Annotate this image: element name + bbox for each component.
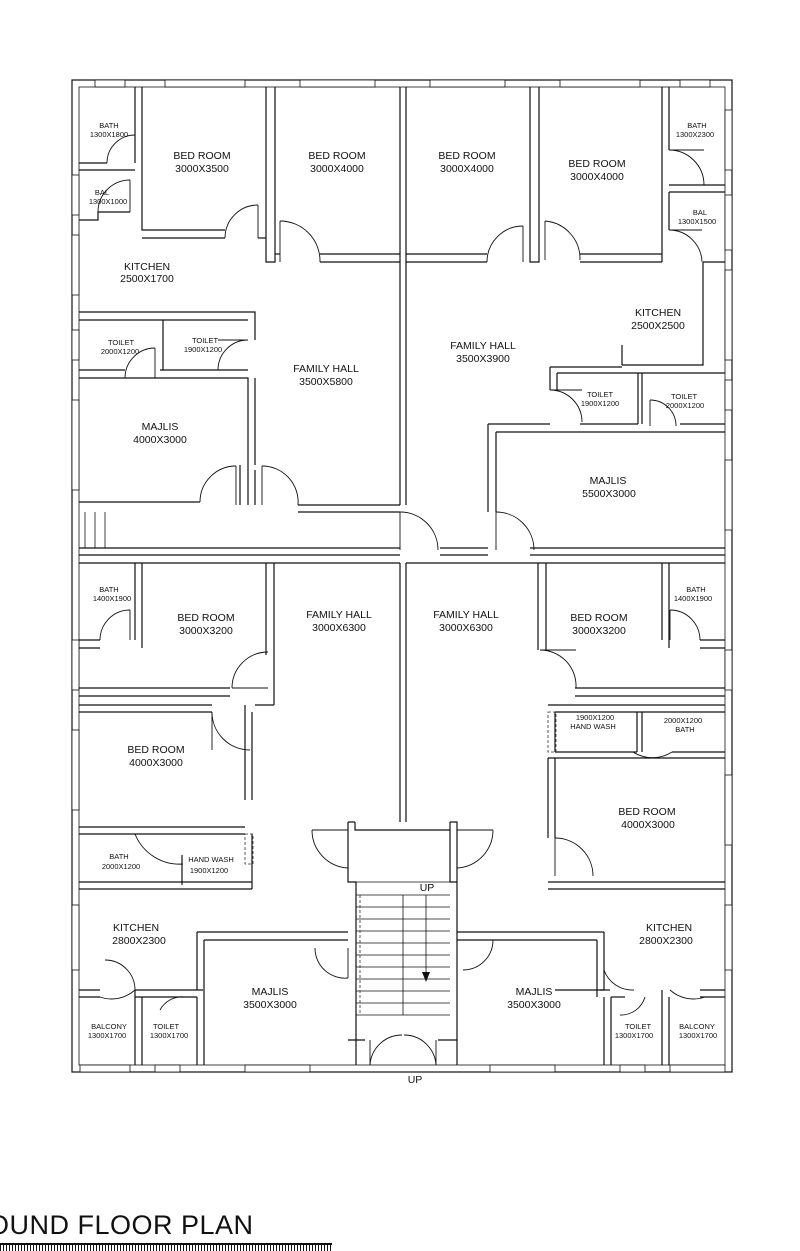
room-name: BAL [693, 208, 707, 217]
room-name: MAJLIS [252, 986, 289, 998]
room-dims: 3500X3900 [456, 353, 510, 365]
room-dims: 1300X2300 [676, 130, 714, 139]
room-name: BED ROOM [308, 150, 365, 162]
room-dims: 1300X1800 [90, 130, 128, 139]
room-dims: 1300X1700 [88, 1031, 126, 1040]
room-labels: BATH 1300X1800 BED ROOM 3000X3500 BED RO… [88, 121, 717, 1086]
room-name: HAND WASH [188, 855, 234, 864]
room-name: MAJLIS [142, 421, 179, 433]
room-dims: 5500X3000 [582, 488, 636, 500]
room-name: BED ROOM [568, 158, 625, 170]
room-name: BALCONY [679, 1022, 715, 1031]
room-name: MAJLIS [590, 475, 627, 487]
room-name: BED ROOM [570, 612, 627, 624]
room-name: KITCHEN [635, 307, 681, 319]
room-name: BED ROOM [438, 150, 495, 162]
room-dims: 3000X4000 [570, 171, 624, 183]
room-dims: 1300X1700 [150, 1031, 188, 1040]
title-underline [0, 1243, 332, 1251]
room-name: TOILET [192, 336, 219, 345]
room-dims: 3000X4000 [440, 163, 494, 175]
upper-doors [97, 134, 705, 551]
room-dims: 1900X1200 [581, 399, 619, 408]
room-name: BATH [99, 121, 118, 130]
lower-walls [79, 562, 725, 1065]
room-name: BATH [675, 725, 694, 734]
plan-title: OUND FLOOR PLAN [0, 1210, 254, 1240]
room-name: FAMILY HALL [293, 363, 359, 375]
room-dims: 1400X1900 [93, 594, 131, 603]
room-name: TOILET [587, 390, 614, 399]
outer-wall [71, 79, 733, 1073]
entrance-up-label: UP [408, 1074, 423, 1086]
room-name: BED ROOM [127, 744, 184, 756]
room-name: KITCHEN [113, 922, 159, 934]
room-dims: 2500X1700 [120, 273, 174, 285]
room-name: FAMILY HALL [306, 609, 372, 621]
room-name: BATH [686, 585, 705, 594]
room-dims: 3500X3000 [507, 999, 561, 1011]
room-name: TOILET [153, 1022, 180, 1031]
room-name: BAL [95, 188, 109, 197]
staircase [356, 894, 450, 1016]
room-dims: 3000X4000 [310, 163, 364, 175]
room-dims: 1900X1200 [184, 345, 222, 354]
room-name: TOILET [108, 338, 135, 347]
room-name: BALCONY [91, 1022, 127, 1031]
room-name: HAND WASH [570, 722, 616, 731]
room-name: BED ROOM [177, 612, 234, 624]
room-dims: 3500X3000 [243, 999, 297, 1011]
room-dims: 2800X2300 [639, 935, 693, 947]
room-name: KITCHEN [124, 261, 170, 273]
side-windows [71, 109, 733, 971]
room-name: BED ROOM [173, 150, 230, 162]
room-dims: 4000X3000 [133, 434, 187, 446]
room-dims: 3000X6300 [439, 622, 493, 634]
room-dims: 2000X1200 [664, 716, 702, 725]
room-dims: 3000X3200 [572, 625, 626, 637]
room-dims: 3000X6300 [312, 622, 366, 634]
room-name: BATH [109, 852, 128, 861]
lower-doors [99, 609, 706, 1066]
room-dims: 2000X1200 [102, 862, 140, 871]
room-dims: 3000X3200 [179, 625, 233, 637]
room-dims: 1300X1700 [615, 1031, 653, 1040]
room-dims: 1300X1000 [89, 197, 127, 206]
room-dims: 2800X2300 [112, 935, 166, 947]
top-windows [94, 79, 711, 88]
outer-wall-inner [78, 86, 726, 1066]
room-dims: 3500X5800 [299, 376, 353, 388]
room-name: BED ROOM [618, 806, 675, 818]
room-name: TOILET [671, 392, 698, 401]
room-dims: 2500X2500 [631, 320, 685, 332]
room-dims: 4000X3000 [129, 757, 183, 769]
room-name: BATH [99, 585, 118, 594]
room-name: TOILET [625, 1022, 652, 1031]
stair-up-label: UP [420, 882, 435, 894]
room-dims: 1900X1200 [576, 713, 614, 722]
room-name: KITCHEN [646, 922, 692, 934]
room-dims: 1400X1900 [674, 594, 712, 603]
room-name: BATH [687, 121, 706, 130]
upper-walls [79, 87, 725, 556]
room-name: FAMILY HALL [450, 340, 516, 352]
bottom-windows [79, 1064, 726, 1073]
room-dims: 1900X1200 [190, 866, 228, 875]
room-dims: 1300X1500 [678, 217, 716, 226]
room-dims: 3000X3500 [175, 163, 229, 175]
room-dims: 2000X1200 [101, 347, 139, 356]
room-dims: 1300X1700 [679, 1031, 717, 1040]
room-name: MAJLIS [516, 986, 553, 998]
room-dims: 4000X3000 [621, 819, 675, 831]
room-name: FAMILY HALL [433, 609, 499, 621]
room-dims: 2000X1200 [666, 401, 704, 410]
